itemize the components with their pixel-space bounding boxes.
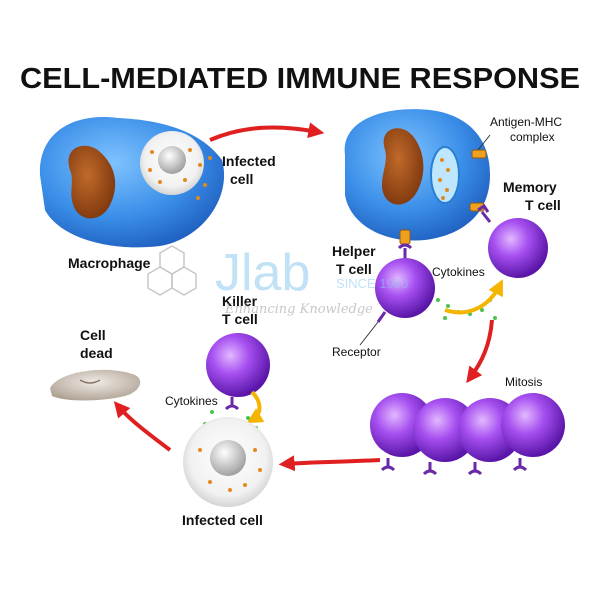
antigen-mhc-pointer xyxy=(477,134,491,151)
helper-t-cell xyxy=(375,243,435,323)
hexagon-logo xyxy=(147,245,197,296)
label-infected-cell-bottom: Infected cell xyxy=(182,512,263,528)
watermark-tagline: Enhancing Knowledge xyxy=(224,302,373,317)
label-cytokines-bottom: Cytokines xyxy=(165,394,218,408)
memory-t-cell xyxy=(477,203,548,278)
dividing-t-cells xyxy=(370,393,565,476)
label-antigen-mhc: Antigen-MHC xyxy=(490,115,562,129)
macrophage-nucleus xyxy=(68,145,116,219)
label-cell-dead-2: dead xyxy=(80,345,113,361)
arrow-to-cell-dead xyxy=(113,401,172,452)
arrow-cytokines-top xyxy=(444,279,503,315)
receptor-pointer xyxy=(359,321,379,346)
dead-cell xyxy=(50,369,141,401)
label-antigen-mhc-2: complex xyxy=(510,130,555,144)
label-cell-dead: Cell xyxy=(80,327,106,343)
macrophage-cell xyxy=(39,117,225,248)
label-killer-t-cell: Killer xyxy=(222,293,258,309)
watermark-since: SINCE 1980 xyxy=(336,276,408,291)
diagram-title: CELL-MEDIATED IMMUNE RESPONSE xyxy=(20,63,580,95)
label-cytokines-top: Cytokines xyxy=(432,265,485,279)
label-macrophage: Macrophage xyxy=(68,255,151,271)
label-helper-t-cell-2: T cell xyxy=(336,261,372,277)
label-killer-t-cell-2: T cell xyxy=(222,311,258,327)
arrow-top-right xyxy=(209,122,325,142)
watermark-brand: Jlab xyxy=(215,244,310,302)
label-infected-cell-top-2: cell xyxy=(230,171,253,187)
label-helper-t-cell: Helper xyxy=(332,243,376,259)
antigen-presenting-cell xyxy=(344,109,490,245)
arrow-to-mitosis xyxy=(466,319,494,384)
label-receptor: Receptor xyxy=(332,345,381,359)
killer-t-cell xyxy=(206,333,270,411)
label-mitosis: Mitosis xyxy=(505,375,542,389)
label-infected-cell-top: Infected xyxy=(222,153,276,169)
arrow-to-infected-bottom xyxy=(278,455,381,472)
label-memory-t-cell: Memory xyxy=(503,179,557,195)
arrow-cytokines-bottom xyxy=(246,390,265,424)
jlab-watermark: Jlab SINCE 1980 Enhancing Knowledge xyxy=(147,244,408,317)
infected-cell-bottom xyxy=(183,417,273,507)
label-memory-t-cell-2: T cell xyxy=(525,197,561,213)
